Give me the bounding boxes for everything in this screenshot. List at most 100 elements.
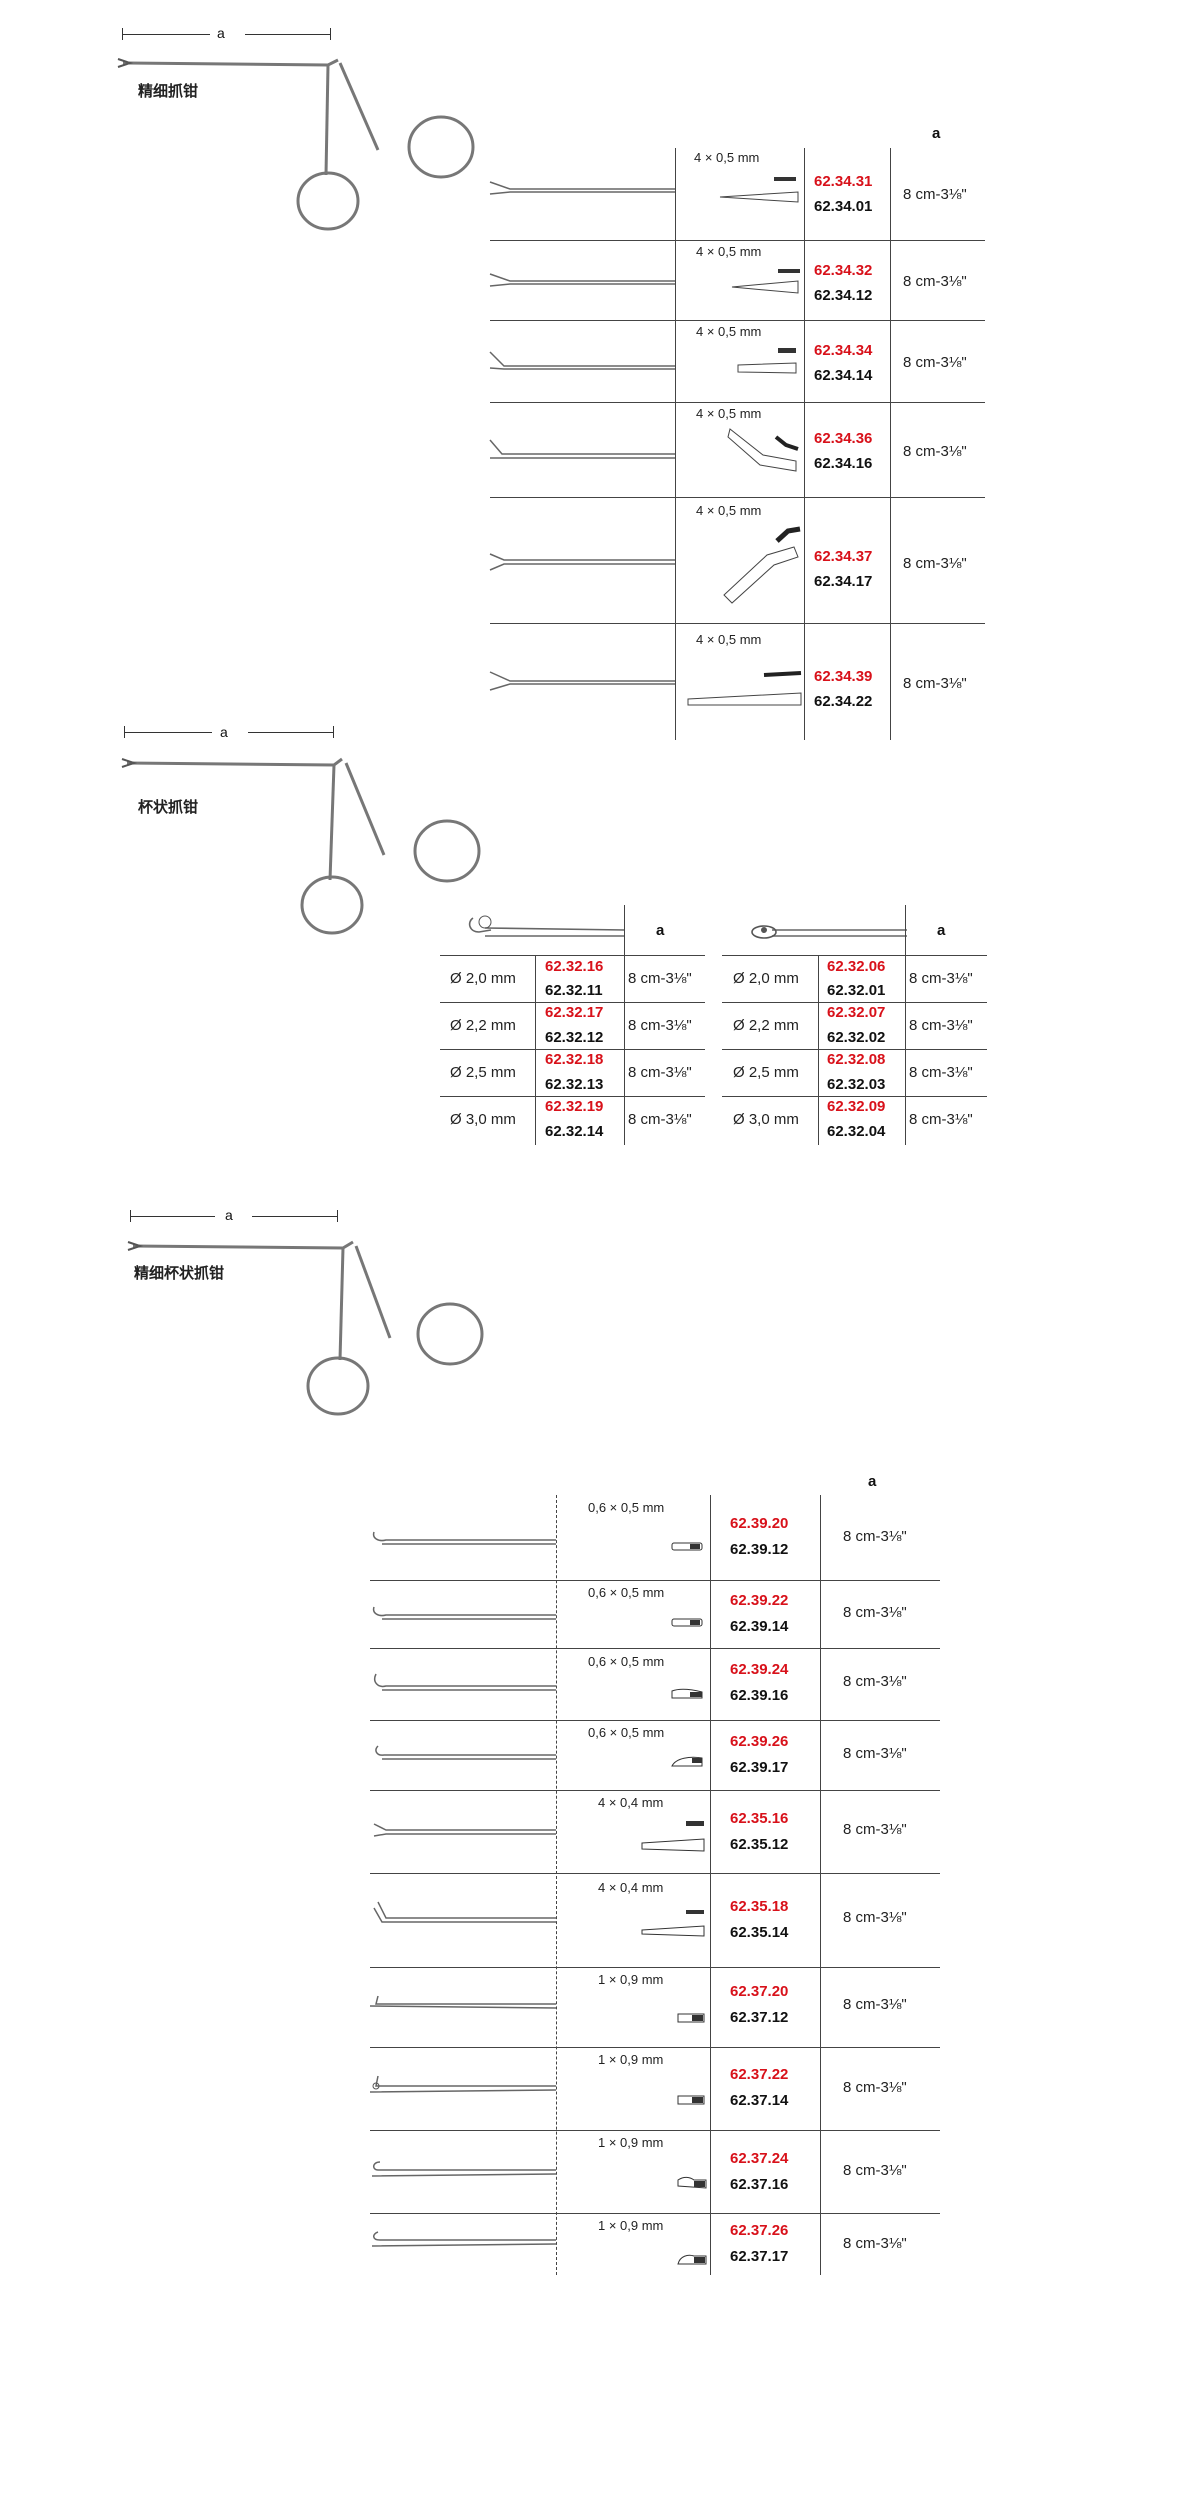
col-header-a: a bbox=[656, 922, 665, 939]
instrument-shaft-image bbox=[373, 1823, 556, 1837]
tip-size: 0,6 × 0,5 mm bbox=[588, 1654, 665, 1669]
article-code-red: 62.35.18 bbox=[730, 1898, 789, 1915]
cup-diameter: Ø 2,0 mm bbox=[733, 970, 799, 987]
instrument-shaft-image bbox=[372, 1606, 556, 1620]
article-code-red: 62.39.26 bbox=[730, 1733, 789, 1750]
instrument-shaft-image bbox=[489, 553, 675, 571]
article-code-red: 62.39.20 bbox=[730, 1515, 789, 1532]
article-code-red: 62.34.37 bbox=[814, 548, 873, 565]
article-code-red: 62.32.08 bbox=[827, 1051, 886, 1068]
forceps-image bbox=[121, 757, 481, 935]
tip-size: 0,6 × 0,5 mm bbox=[588, 1585, 665, 1600]
length-value: 8 cm-3⅛" bbox=[903, 675, 967, 692]
article-code-black: 62.39.17 bbox=[730, 1759, 789, 1776]
article-code-red: 62.32.19 bbox=[545, 1098, 604, 1115]
length-value: 8 cm-3⅛" bbox=[903, 555, 967, 572]
article-code-black: 62.34.22 bbox=[814, 693, 873, 710]
table-rule bbox=[370, 1873, 940, 1874]
tip-detail-image bbox=[671, 1542, 703, 1551]
tip-detail-image bbox=[677, 2176, 707, 2189]
length-value: 8 cm-3⅛" bbox=[903, 273, 967, 290]
article-code-red: 62.32.09 bbox=[827, 1098, 886, 1115]
col-header-a: a bbox=[937, 922, 946, 939]
length-value: 8 cm-3⅛" bbox=[843, 2162, 907, 2179]
table-rule bbox=[370, 1580, 940, 1581]
table-rule bbox=[722, 1096, 987, 1097]
cup-diameter: Ø 2,0 mm bbox=[450, 970, 516, 987]
table-rule bbox=[490, 402, 985, 403]
article-code-black: 62.32.01 bbox=[827, 982, 886, 999]
tip-detail-image bbox=[641, 1910, 705, 1937]
length-value: 8 cm-3⅛" bbox=[843, 1528, 907, 1545]
instrument-shaft-image bbox=[369, 1995, 557, 2009]
instrument-shaft-image bbox=[489, 273, 675, 287]
tip-detail-image bbox=[671, 1688, 703, 1699]
length-value: 8 cm-3⅛" bbox=[843, 2079, 907, 2096]
table-rule bbox=[804, 148, 805, 740]
cup-diameter: Ø 3,0 mm bbox=[450, 1111, 516, 1128]
table-rule bbox=[440, 1049, 705, 1050]
table-rule bbox=[370, 1648, 940, 1649]
table-rule bbox=[370, 2213, 940, 2214]
tip-size: 0,6 × 0,5 mm bbox=[588, 1725, 665, 1740]
tip-detail-image bbox=[677, 2095, 705, 2105]
tip-detail-image bbox=[737, 348, 797, 374]
table-rule bbox=[440, 955, 705, 956]
table-rule bbox=[556, 1495, 557, 2275]
article-code-red: 62.37.22 bbox=[730, 2066, 789, 2083]
length-value: 8 cm-3⅛" bbox=[909, 1111, 973, 1128]
article-code-black: 62.39.16 bbox=[730, 1687, 789, 1704]
article-code-red: 62.34.31 bbox=[814, 173, 873, 190]
dim-label: a bbox=[225, 1207, 233, 1223]
section-title: 杯状抓钳 bbox=[138, 799, 199, 816]
instrument-shaft-image bbox=[371, 2161, 557, 2177]
tip-detail-image bbox=[671, 1618, 703, 1627]
instrument-shaft-image bbox=[372, 1531, 556, 1545]
tip-size: 0,6 × 0,5 mm bbox=[588, 1500, 665, 1515]
table-rule bbox=[722, 1049, 987, 1050]
cup-diameter: Ø 2,2 mm bbox=[733, 1017, 799, 1034]
tip-size: 4 × 0,5 mm bbox=[696, 244, 762, 259]
table-rule bbox=[722, 955, 987, 956]
dim-tick-right bbox=[330, 28, 331, 40]
article-code-red: 62.32.16 bbox=[545, 958, 604, 975]
article-code-black: 62.39.12 bbox=[730, 1541, 789, 1558]
article-code-red: 62.37.26 bbox=[730, 2222, 789, 2239]
article-code-black: 62.32.11 bbox=[545, 982, 603, 999]
length-value: 8 cm-3⅛" bbox=[628, 970, 692, 987]
instrument-shaft-image bbox=[373, 1901, 556, 1923]
table-rule bbox=[722, 1002, 987, 1003]
article-code-black: 62.34.14 bbox=[814, 367, 873, 384]
article-code-red: 62.39.24 bbox=[730, 1661, 789, 1678]
forceps-image bbox=[127, 1240, 484, 1416]
table-rule bbox=[370, 1790, 940, 1791]
dim-line bbox=[248, 732, 333, 733]
article-code-black: 62.37.12 bbox=[730, 2009, 789, 2026]
article-code-black: 62.39.14 bbox=[730, 1618, 789, 1635]
table-rule bbox=[905, 905, 906, 1145]
article-code-red: 62.35.16 bbox=[730, 1810, 789, 1827]
table-rule bbox=[370, 1967, 940, 1968]
instrument-shaft-image bbox=[489, 351, 675, 370]
dim-tick-right bbox=[333, 726, 334, 738]
article-code-red: 62.32.07 bbox=[827, 1004, 886, 1021]
length-value: 8 cm-3⅛" bbox=[909, 1017, 973, 1034]
article-code-black: 62.34.01 bbox=[814, 198, 873, 215]
article-code-black: 62.35.14 bbox=[730, 1924, 789, 1941]
table-rule bbox=[818, 955, 819, 1145]
section-title: 精细抓钳 bbox=[138, 83, 199, 100]
length-value: 8 cm-3⅛" bbox=[628, 1064, 692, 1081]
article-code-red: 62.34.39 bbox=[814, 668, 873, 685]
dim-label: a bbox=[217, 25, 225, 41]
article-code-black: 62.32.13 bbox=[545, 1076, 604, 1093]
section-title: 精细杯状抓钳 bbox=[134, 1265, 225, 1282]
article-code-black: 62.35.12 bbox=[730, 1836, 789, 1853]
table-rule bbox=[675, 148, 676, 740]
article-code-black: 62.32.12 bbox=[545, 1029, 604, 1046]
tip-detail-image bbox=[677, 2254, 707, 2265]
table-rule bbox=[440, 1096, 705, 1097]
length-value: 8 cm-3⅛" bbox=[843, 1909, 907, 1926]
tip-detail-image bbox=[723, 526, 801, 604]
tip-size: 1 × 0,9 mm bbox=[598, 2218, 664, 2233]
length-value: 8 cm-3⅛" bbox=[909, 1064, 973, 1081]
